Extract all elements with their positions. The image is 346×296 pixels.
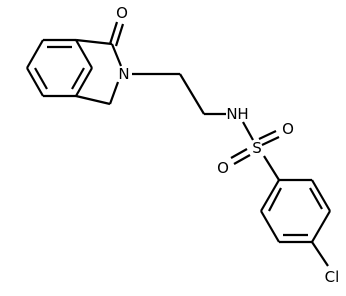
sulfonyl-group: [230, 121, 280, 181]
bond: [233, 154, 251, 165]
bond-inner: [309, 187, 323, 210]
bond: [263, 155, 280, 181]
bond: [110, 43, 123, 67]
atom-chlorine: Cl: [325, 268, 340, 286]
atom-oxygen-sulfonyl-1: O: [282, 120, 294, 138]
chlorophenyl-ring: [260, 178, 331, 267]
bond: [311, 210, 331, 243]
lactam-ring: [75, 21, 125, 106]
atom-nitrogen-ring: N: [118, 65, 129, 83]
bond: [26, 67, 44, 97]
atom-hydrogen-amine: H: [237, 105, 248, 123]
bond: [258, 130, 277, 140]
ethyl-linker: [132, 72, 226, 116]
fused-benzene-ring: [26, 38, 93, 98]
bond: [179, 73, 205, 115]
bond: [260, 179, 280, 212]
bond: [75, 67, 93, 97]
bond: [230, 148, 248, 159]
bond: [75, 38, 113, 46]
bond-inner: [71, 67, 85, 90]
bond: [242, 121, 254, 141]
bond: [75, 39, 93, 69]
bond: [26, 39, 44, 69]
bond: [311, 241, 329, 267]
atom-nitrogen-amine: N: [226, 105, 237, 123]
bond: [108, 21, 119, 45]
bond: [311, 179, 331, 212]
atom-oxygen-carbonyl: O: [116, 4, 128, 22]
bond: [75, 94, 111, 106]
bond-inner: [268, 187, 282, 212]
atom-oxygen-sulfonyl-2: O: [217, 159, 229, 177]
bond: [261, 136, 280, 146]
bond: [260, 210, 280, 243]
bond-inner: [34, 67, 48, 90]
atom-sulfur: S: [252, 139, 262, 157]
bond: [108, 81, 120, 105]
bond: [114, 23, 125, 47]
